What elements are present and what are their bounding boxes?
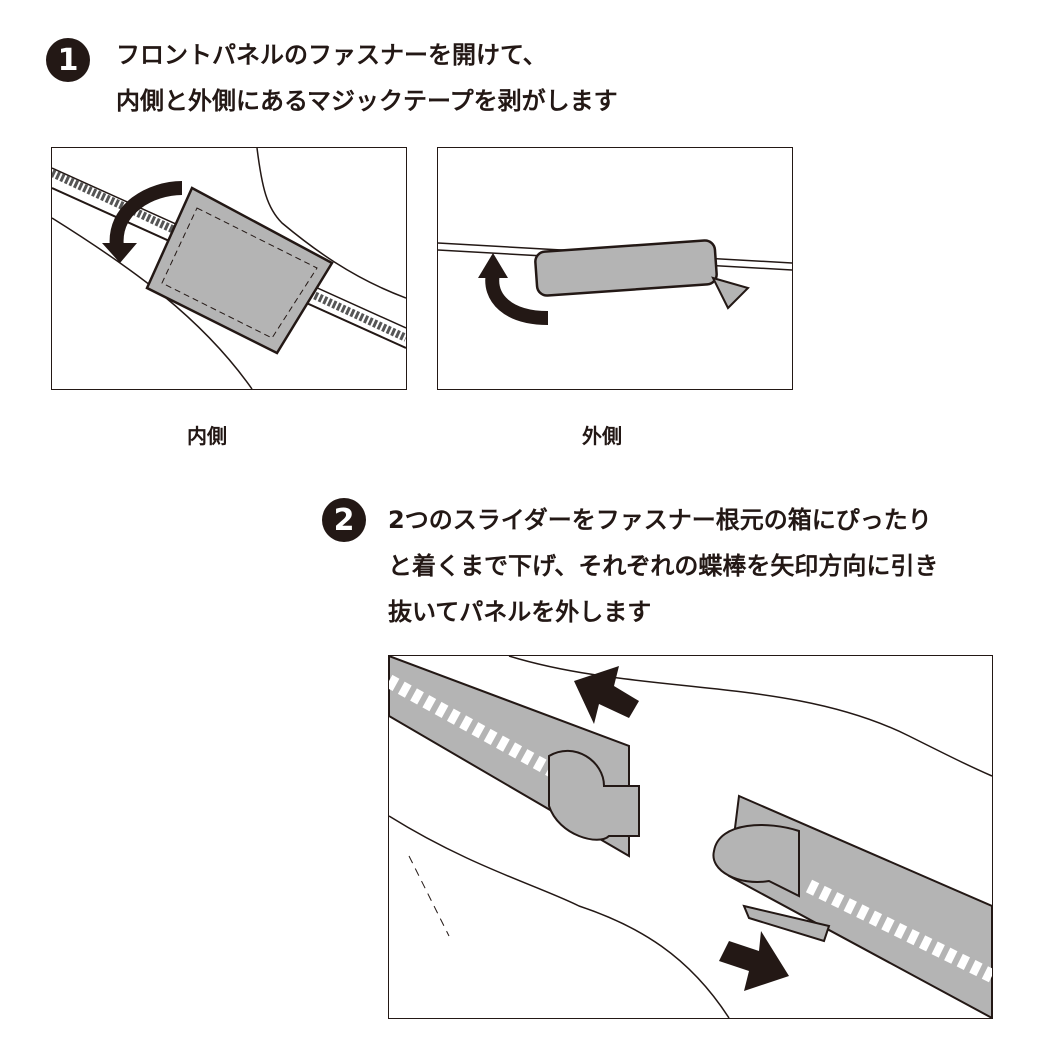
step-2-instructions: 2つのスライダーをファスナー根元の箱にぴったり と着くまで下げ、それぞれの蝶棒を…: [388, 497, 938, 635]
zipper-slider-illustration: [388, 655, 993, 1019]
step-1-line-1: フロントパネルのファスナーを開けて、: [116, 41, 547, 69]
outer-velcro-illustration: [437, 147, 793, 390]
step-2-badge: 2: [322, 498, 366, 542]
step-1-line-2: 内側と外側にあるマジックテープを剥がします: [116, 87, 618, 115]
step-2-line-1: 2つのスライダーをファスナー根元の箱にぴったり: [388, 506, 932, 534]
step-1-instructions: フロントパネルのファスナーを開けて、 内側と外側にあるマジックテープを剥がします: [116, 32, 618, 124]
step-2-line-2: と着くまで下げ、それぞれの蝶棒を矢印方向に引き: [388, 552, 939, 580]
inner-caption: 内側: [187, 424, 227, 448]
outer-caption: 外側: [582, 424, 622, 448]
step-2-line-3: 抜いてパネルを外します: [388, 598, 652, 626]
inner-velcro-illustration: [51, 147, 407, 390]
step-1-badge: 1: [46, 38, 90, 82]
